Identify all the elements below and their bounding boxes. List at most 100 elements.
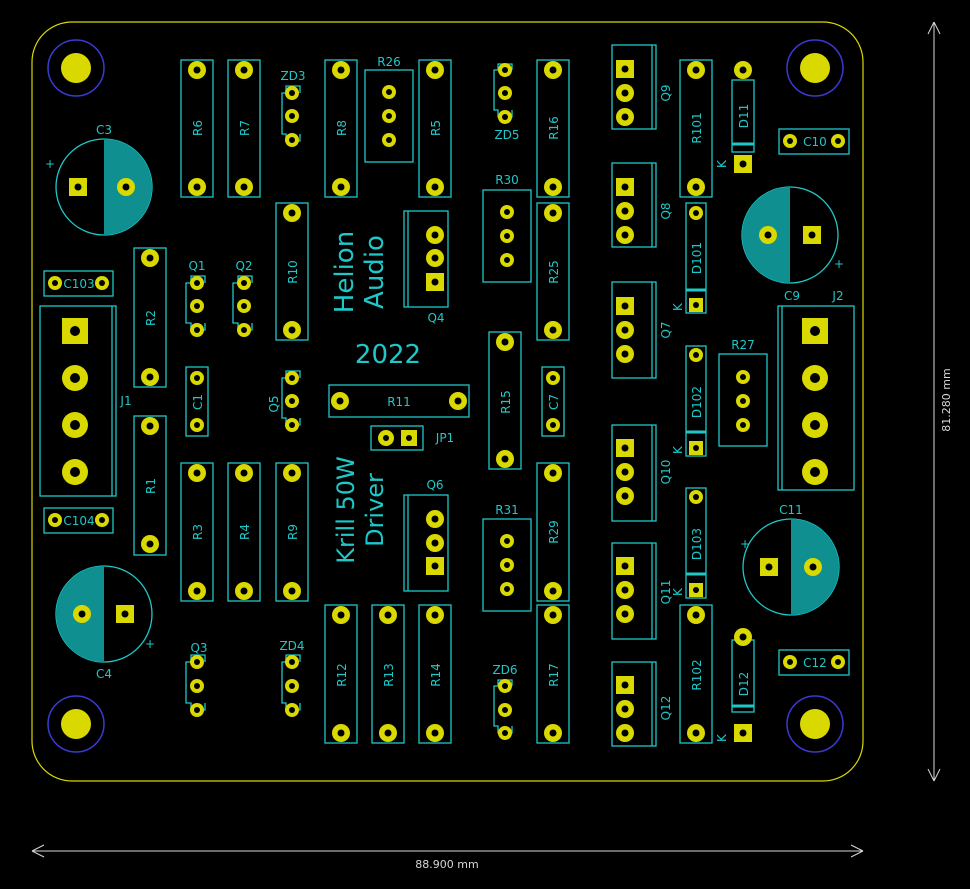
ref-label: ZD3 [280,69,305,83]
ref-label: Q4 [427,311,444,325]
brand-line1: Helion [330,231,360,313]
ref-label: ZD4 [279,639,304,653]
diode-d103: D103 K [671,487,707,599]
product-line1: Krill 50W [332,456,360,564]
ref-label: R13 [382,663,396,687]
dimension-width: 88.900 mm [31,844,864,871]
ref-label: R4 [238,524,252,540]
transistor-q12: Q12 [611,661,673,747]
mounting-hole [786,695,844,753]
capacitor-c10: C10 [778,128,850,155]
cathode-marker: K [715,159,729,168]
ref-label: D12 [737,672,751,697]
resistor-r3: R3 [180,462,214,602]
ref-label: R16 [547,116,561,140]
capacitor-c11: C11 + [740,503,840,616]
ref-label: ZD5 [494,128,519,142]
ref-label: R31 [495,503,519,517]
ref-label: C9 [784,289,800,303]
plus-marker: + [740,537,750,551]
ref-label: C3 [96,123,112,137]
ref-label: C104 [63,514,94,528]
mounting-hole [47,39,105,97]
ref-label: D103 [690,528,704,560]
zener-zd6: ZD6 [492,663,518,740]
resistor-r14: R14 [418,604,452,744]
ref-label: Q5 [267,395,281,412]
brand-line2: Audio [360,235,390,309]
mounting-holes [47,39,844,753]
plus-marker: + [45,157,55,171]
resistor-r4: R4 [227,462,261,602]
resistor-r17: R17 [536,604,570,744]
resistor-r9: R9 [275,462,309,602]
resistor-r29: R29 [536,462,570,602]
ref-label: R27 [731,338,755,352]
trimmer-r27: R27 [718,338,768,447]
ref-label: ZD6 [492,663,517,677]
ref-label: JP1 [435,431,454,445]
transistor-q2: Q2 [232,259,253,337]
ref-label: R17 [547,663,561,687]
resistor-r102: R102 [679,604,713,744]
ref-label: R3 [191,524,205,540]
transistor-q3: Q3 [185,641,208,717]
ref-label: R11 [387,395,411,409]
ref-label: R101 [690,112,704,143]
connector-j1: J1 [39,305,132,497]
plus-marker: + [834,257,844,271]
diode-d11: D11 K [715,61,755,173]
ref-label: R7 [238,120,252,136]
ref-label: R1 [144,478,158,494]
ref-label: Q3 [190,641,207,655]
connector-j2: J2 [777,289,855,491]
capacitor-c4: C4 + [55,565,155,681]
resistor-r7: R7 [227,59,261,198]
capacitor-c3: C3 + [45,123,153,236]
ref-label: C12 [803,656,827,670]
height-label: 81.280 mm [940,368,953,431]
resistor-r2: R2 [133,247,167,388]
capacitor-c9: C9 + [741,186,844,303]
dimension-height: 81.280 mm [927,21,953,782]
ref-label: D102 [690,386,704,418]
diode-d12: D12 K [715,628,755,742]
resistor-r5: R5 [418,59,452,198]
ref-label: R12 [335,663,349,687]
ref-label: C4 [96,667,112,681]
zener-zd4: ZD4 [279,639,305,717]
resistor-r15: R15 [488,331,522,470]
ref-label: Q1 [188,259,205,273]
ref-label: R2 [144,310,158,326]
plus-marker: + [145,637,155,651]
trimmer-r31: R31 [482,503,532,612]
capacitor-c1: C1 [185,366,209,437]
ref-label: R6 [191,120,205,136]
ref-label: R14 [429,663,443,687]
ref-label: C7 [547,394,561,410]
ref-label: Q11 [659,580,673,605]
ref-label: Q6 [426,478,443,492]
resistor-r10: R10 [275,202,309,341]
capacitor-c103: C103 [43,270,114,297]
ref-label: Q9 [659,84,673,101]
ref-label: R29 [547,520,561,544]
cathode-marker: K [671,445,685,454]
zener-zd5: ZD5 [493,63,520,142]
resistor-r12: R12 [324,604,358,744]
transistor-q4: Q4 [403,210,449,325]
transistor-q11: Q11 [611,542,673,640]
resistor-r6: R6 [180,59,214,198]
ref-label: Q8 [659,202,673,219]
capacitor-c7: C7 [541,366,565,437]
trimmer-r26: R26 [364,55,414,163]
ref-label: D11 [737,104,751,129]
ref-label: Q7 [659,321,673,338]
cathode-marker: K [671,302,685,311]
ref-label: Q12 [659,696,673,721]
mounting-hole [786,39,844,97]
ref-label: R25 [547,260,561,284]
transistor-q5: Q5 [267,370,301,432]
ref-label: R15 [499,390,513,414]
mounting-hole [47,695,105,753]
